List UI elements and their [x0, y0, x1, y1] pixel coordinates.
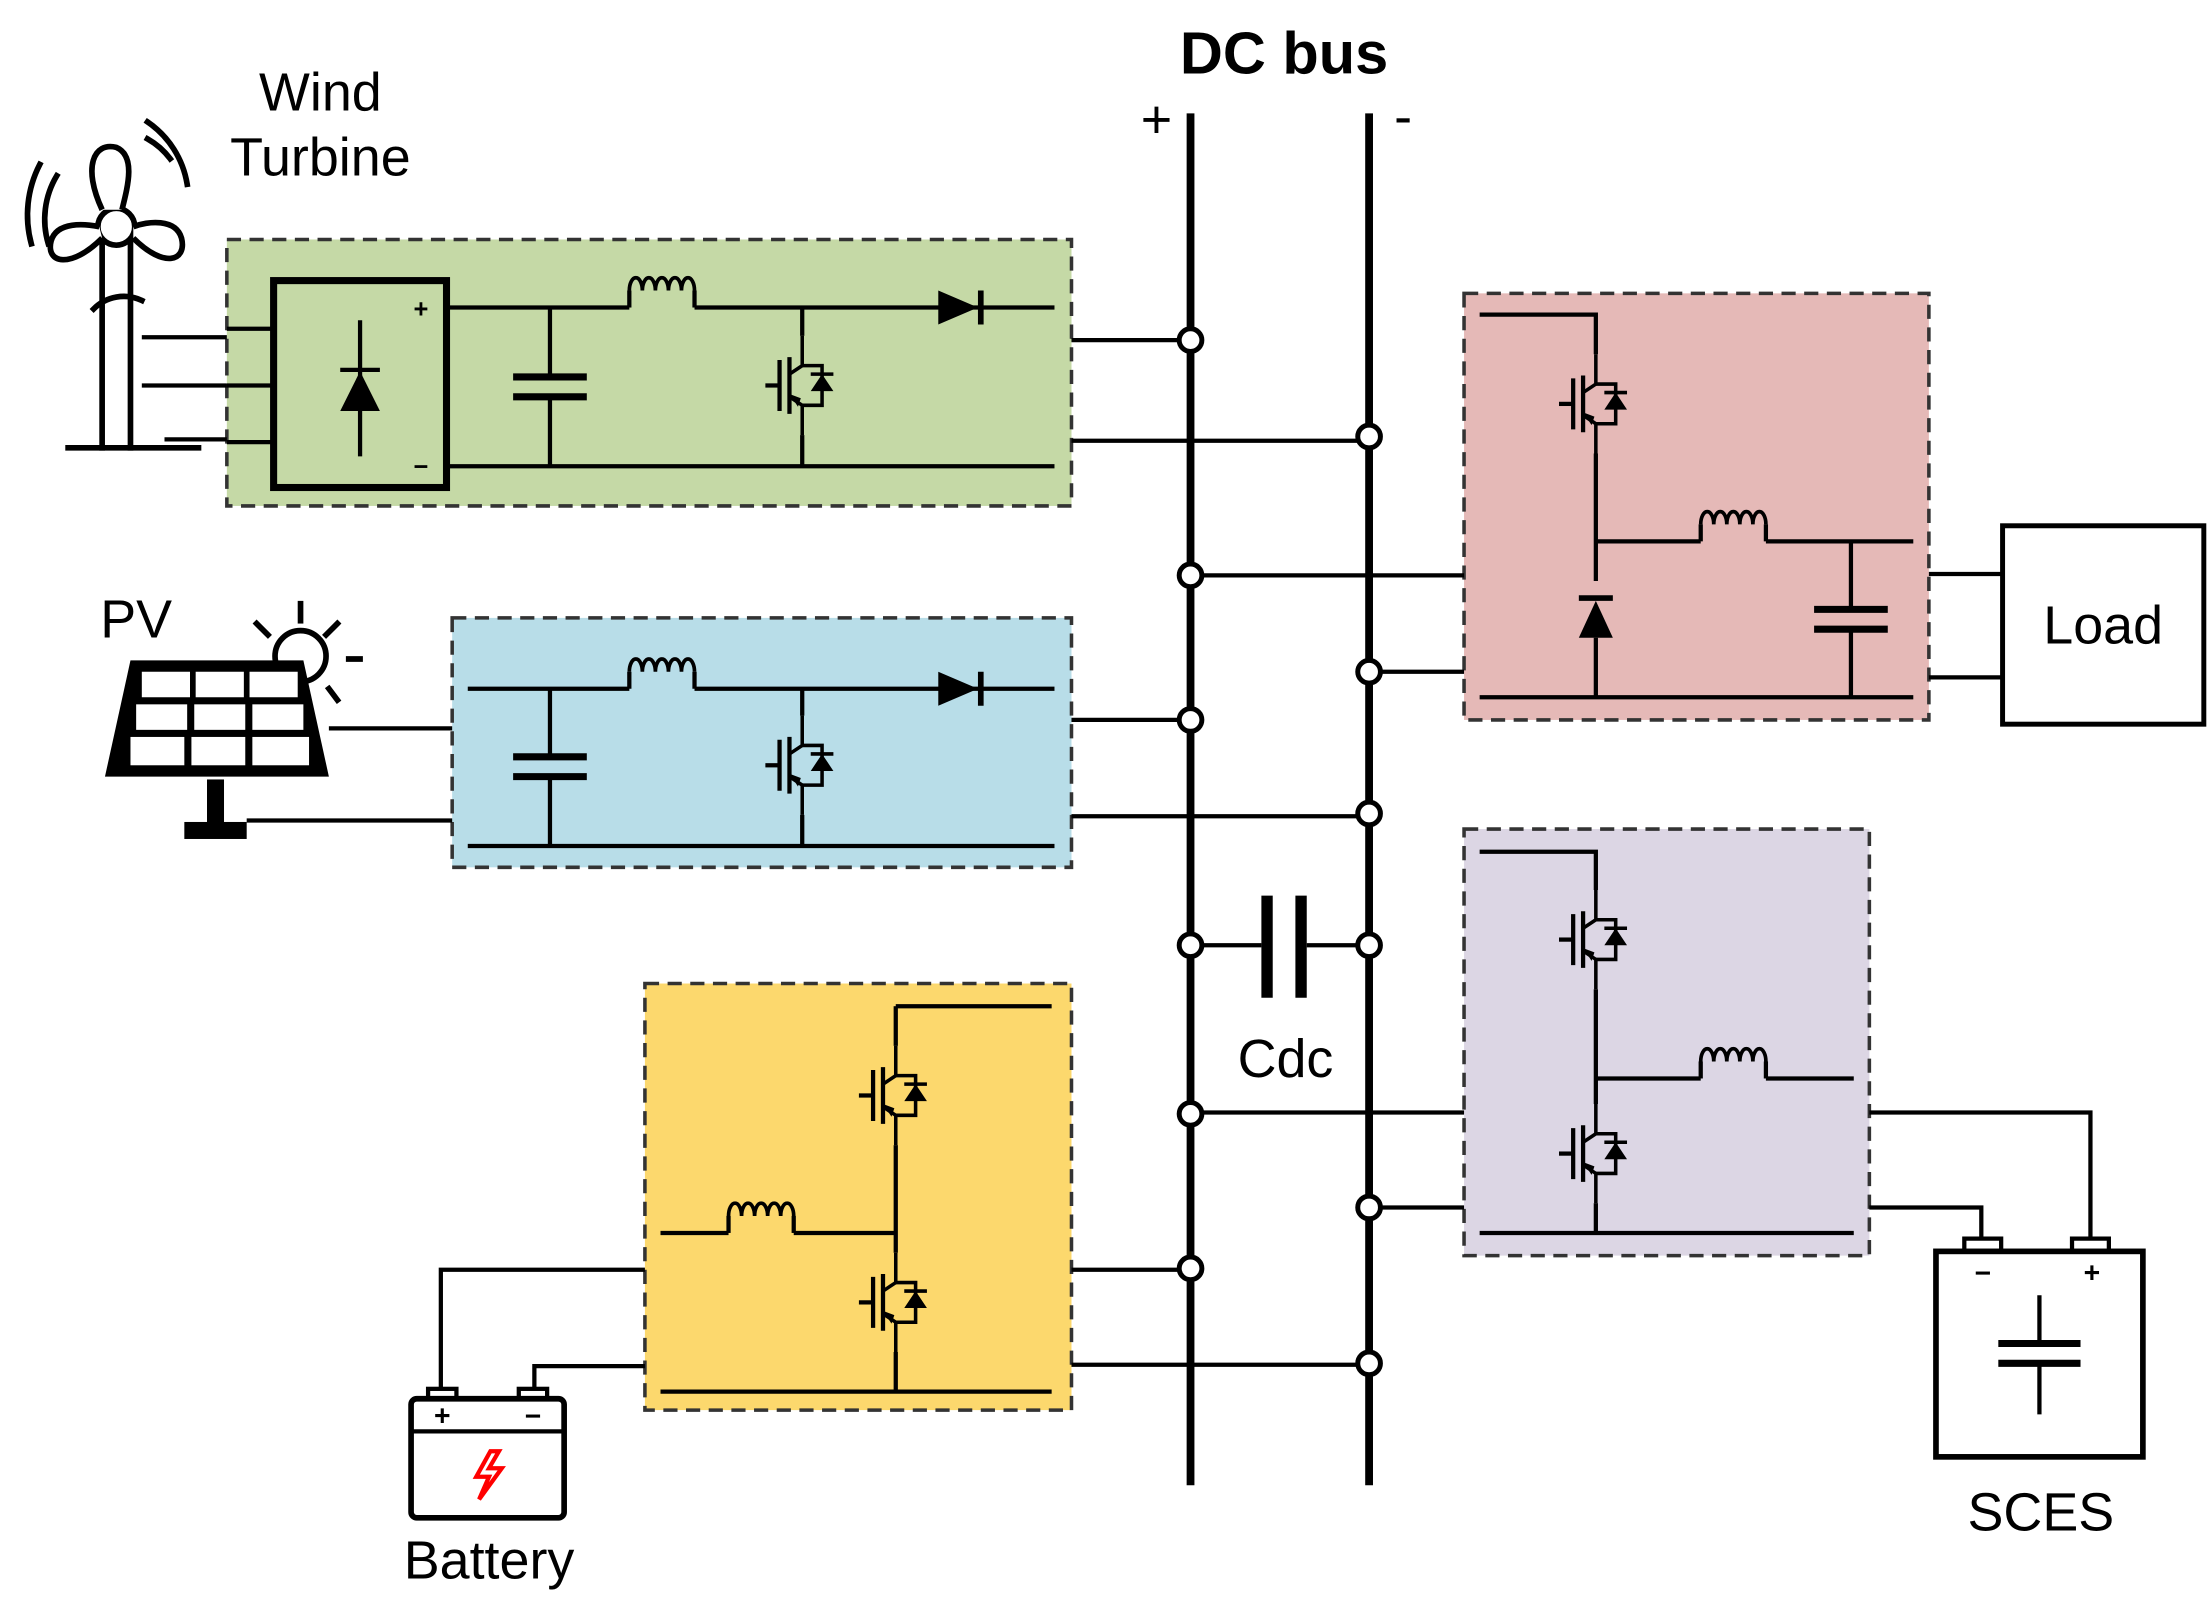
- bus-minus-label: -: [1394, 87, 1412, 147]
- pv-boost-circuit: [467, 657, 1055, 849]
- battery-plus-wire: [438, 1267, 645, 1392]
- sces-terminal-plus: +: [2084, 1258, 2101, 1290]
- bus-node: [1355, 422, 1383, 451]
- dc-link-capacitor: [1190, 895, 1370, 998]
- battery-label: Battery: [404, 1531, 575, 1591]
- bus-node: [1176, 931, 1205, 960]
- sces-converter-box: [1462, 827, 1872, 1258]
- bus-node: [1355, 1349, 1383, 1378]
- cdc-label: Cdc: [1238, 1029, 1334, 1089]
- bus-node: [1176, 1254, 1205, 1283]
- sces-label: SCES: [1968, 1483, 2115, 1543]
- load-converter-box: [1462, 291, 1931, 722]
- bus-node: [1355, 799, 1383, 828]
- rectifier-plus: +: [414, 295, 429, 323]
- solar-panel-icon: [104, 660, 329, 839]
- wind-label-line1: Wind: [259, 63, 382, 123]
- pv-label: PV: [100, 590, 172, 650]
- rectifier-block: [270, 277, 451, 492]
- bus-node: [1355, 657, 1383, 686]
- pv-converter-box: [450, 616, 1074, 870]
- bus-node: [1176, 326, 1205, 354]
- dc-bus: [1186, 113, 1373, 1486]
- sces-minus-wire: [1869, 1205, 1984, 1241]
- battery-converter-box: [643, 981, 1074, 1412]
- wind-label-line2: Turbine: [230, 128, 411, 188]
- bus-node: [1176, 1100, 1205, 1128]
- bus-node: [1355, 1193, 1383, 1222]
- sces-bidirectional-circuit: [1479, 849, 1854, 1236]
- wind-boost-circuit: [446, 275, 1055, 469]
- battery-terminal-plus: +: [434, 1401, 451, 1433]
- wind-three-phase-lines: [141, 326, 274, 445]
- load-buck-circuit: [1479, 312, 1914, 700]
- bus-node: [1176, 706, 1205, 734]
- battery-bidirectional-circuit: [660, 1004, 1052, 1394]
- wind-turbine-icon: [24, 117, 202, 451]
- load-box: [2000, 523, 2207, 727]
- battery-icon: [408, 1386, 567, 1521]
- sces-terminal-minus: −: [1974, 1258, 1991, 1290]
- battery-terminal-minus: −: [525, 1401, 542, 1433]
- bus-nodes: [1176, 326, 1383, 1378]
- dc-bus-title: DC bus: [1180, 20, 1388, 87]
- sces-plus-wire: [1869, 1110, 2093, 1241]
- bus-node: [1355, 931, 1383, 960]
- bus-plus-label: +: [1141, 89, 1172, 149]
- rectifier-minus: −: [414, 453, 429, 481]
- supercapacitor-icon: [1933, 1236, 2146, 1460]
- load-label: Load: [2043, 595, 2163, 655]
- battery-minus-wire: [532, 1364, 645, 1392]
- bus-node: [1176, 561, 1205, 590]
